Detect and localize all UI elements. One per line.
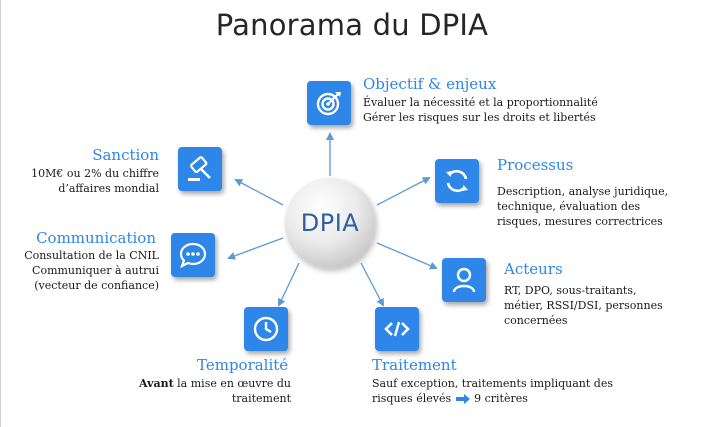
- sanction-heading: Sanction: [92, 146, 159, 164]
- temporalite-bold: Avant: [138, 377, 174, 390]
- sanction-line: 10M€ ou 2% du chiffre: [31, 167, 159, 180]
- communication-text: Consultation de la CNIL Communiquer à au…: [1, 248, 159, 293]
- sanction-line: d’affaires mondial: [58, 182, 159, 195]
- arrow-to-communication: [227, 237, 284, 260]
- processus-line: Description, analyse juridique,: [497, 185, 669, 198]
- center-hub: DPIA: [285, 178, 375, 268]
- communication-line: Communiquer à autrui: [32, 264, 159, 277]
- acteurs-heading: Acteurs: [504, 260, 563, 278]
- arrow-to-processus: [376, 177, 431, 206]
- traitement-risk-label: risques élevés: [372, 392, 452, 405]
- refresh-icon: [435, 159, 479, 203]
- temporalite-heading: Temporalité: [197, 356, 289, 374]
- processus-text: Description, analyse juridique, techniqu…: [497, 184, 697, 229]
- right-arrow-icon: [455, 394, 470, 404]
- user-icon: [442, 258, 486, 302]
- processus-line: risques, mesures correctrices: [497, 215, 663, 228]
- arrow-to-sanction: [234, 179, 284, 206]
- traitement-text: Sauf exception, traitements impliquant d…: [372, 376, 672, 406]
- objectif-line: Évaluer la nécessité et la proportionnal…: [363, 96, 598, 109]
- sanction-text: 10M€ ou 2% du chiffre d’affaires mondial: [1, 166, 159, 196]
- arrow-to-acteurs: [376, 242, 438, 270]
- communication-line: (vecteur de confiance): [34, 279, 159, 292]
- objectif-line: Gérer les risques sur les droits et libe…: [363, 111, 596, 124]
- temporalite-line: Avant la mise en œuvre du: [111, 376, 291, 391]
- target-icon: [307, 81, 351, 125]
- temporalite-line: traitement: [231, 392, 291, 405]
- temporalite-text: Avant la mise en œuvre du traitement: [111, 376, 291, 406]
- temporalite-rest: la mise en œuvre du: [173, 377, 291, 390]
- processus-line: technique, évaluation des: [497, 200, 641, 213]
- objectif-text: Évaluer la nécessité et la proportionnal…: [363, 95, 613, 125]
- communication-line: Consultation de la CNIL: [24, 249, 159, 262]
- arrow-to-traitement: [360, 262, 384, 307]
- acteurs-text: RT, DPO, sous-traitants, métier, RSSI/DS…: [504, 283, 699, 328]
- traitement-line: Sauf exception, traitements impliquant d…: [372, 377, 613, 390]
- chat-bubble-icon: [171, 233, 215, 277]
- traitement-line: risques élevés 9 critères: [372, 391, 672, 406]
- traitement-criteria: 9 critères: [474, 392, 528, 405]
- communication-heading: Communication: [36, 229, 156, 247]
- clock-icon: [244, 307, 288, 351]
- acteurs-line: métier, RSSI/DSI, personnes: [504, 299, 663, 312]
- objectif-heading: Objectif & enjeux: [363, 75, 497, 93]
- acteurs-line: concernées: [504, 314, 568, 327]
- traitement-heading: Traitement: [372, 356, 457, 374]
- arrow-to-temporalite: [277, 262, 300, 307]
- center-label: DPIA: [300, 209, 360, 237]
- gavel-icon: [178, 147, 222, 191]
- acteurs-line: RT, DPO, sous-traitants,: [504, 284, 637, 297]
- page-title: Panorama du DPIA: [215, 8, 489, 42]
- processus-heading: Processus: [497, 156, 574, 174]
- code-icon: [375, 307, 419, 351]
